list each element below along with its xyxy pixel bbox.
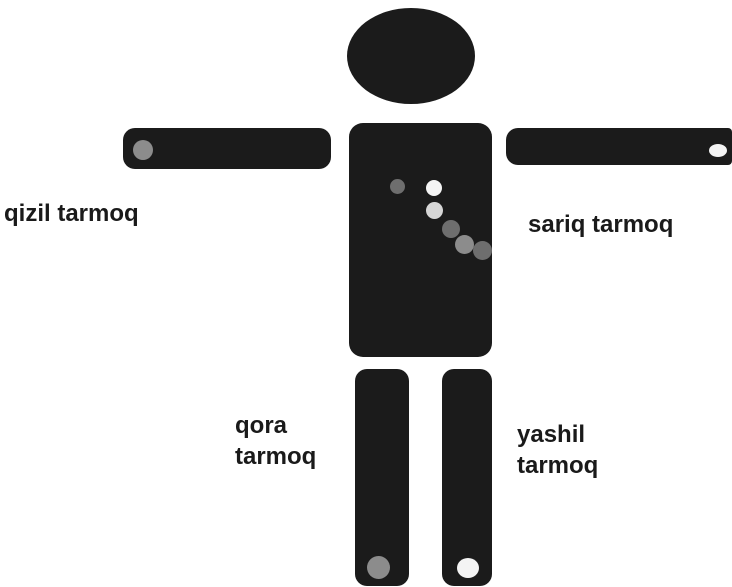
torso-point-5: [455, 235, 474, 254]
right-arm-point: [709, 144, 727, 157]
torso-point-2: [426, 180, 442, 196]
yellow-network-label: sariq tarmoq: [528, 209, 673, 240]
left-arm-point: [133, 140, 153, 160]
figure-head: [347, 8, 475, 104]
figure-right-leg: [442, 369, 492, 586]
green-network-label: yashil tarmoq: [517, 419, 627, 481]
red-network-label: qizil tarmoq: [4, 198, 139, 229]
left-leg-point: [367, 556, 390, 579]
torso-point-6: [473, 241, 492, 260]
figure-left-leg: [355, 369, 409, 586]
black-network-label: qora tarmoq: [235, 410, 345, 472]
torso-point-3: [426, 202, 443, 219]
figure-left-arm: [123, 128, 331, 169]
torso-point-4: [442, 220, 460, 238]
right-leg-point: [457, 558, 479, 578]
figure-right-arm: [506, 128, 732, 165]
torso-point-1: [390, 179, 405, 194]
